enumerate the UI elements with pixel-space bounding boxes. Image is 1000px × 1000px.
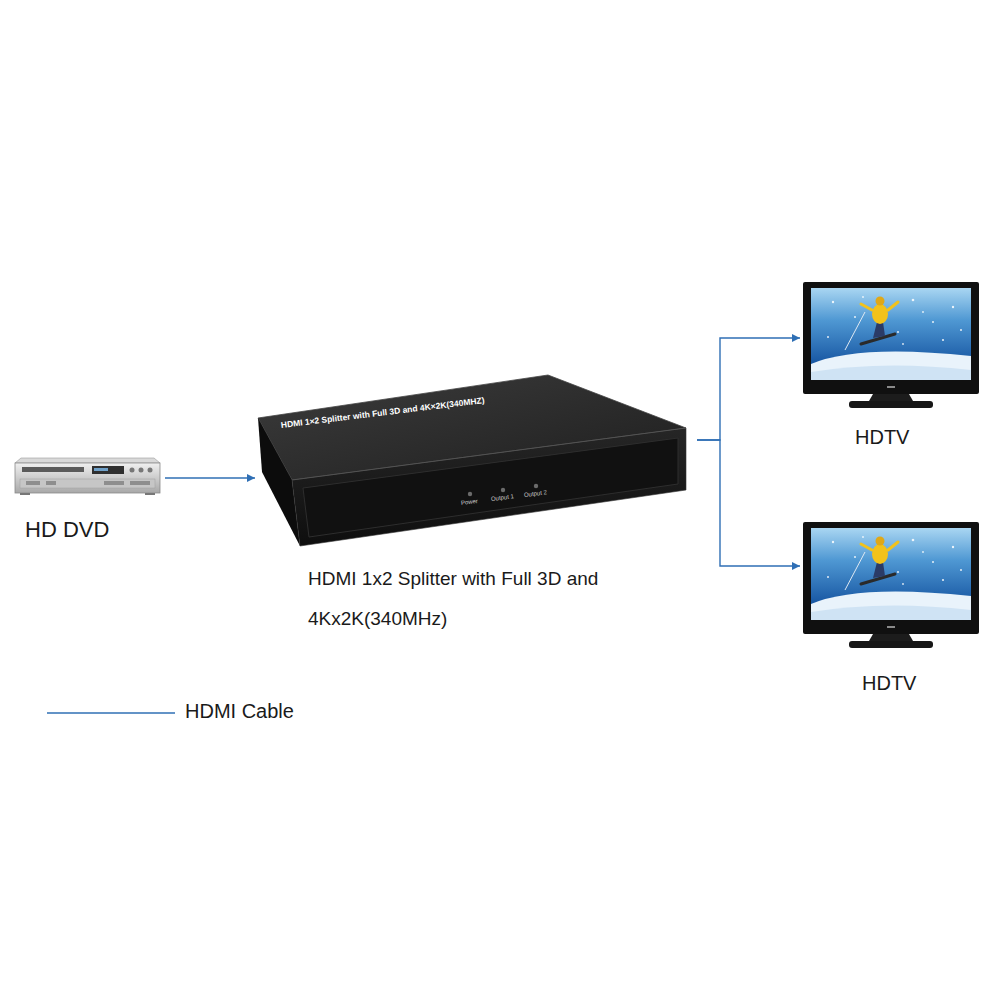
node-label: HD DVD [25, 516, 109, 544]
led-label: Output 1 [491, 493, 515, 502]
hdmi-cable [697, 338, 800, 440]
hdtv: HDTV [800, 278, 982, 456]
splitter-drawing [258, 375, 686, 546]
node-label: HDTV [862, 671, 916, 696]
legend-text: HDMI Cable [185, 700, 294, 722]
hdtv-drawing [803, 522, 979, 648]
hdmi-cable [697, 440, 800, 566]
hdtv-drawing [803, 282, 979, 408]
splitter-box: HDMI 1x2 Splitter with Full 3D and 4Kx2K… [255, 372, 697, 643]
node-label: HDMI 1x2 Splitter with Full 3D and 4Kx2K… [308, 559, 693, 639]
legend-line [47, 712, 175, 714]
hdmi-cable [165, 477, 255, 478]
node-label: HDTV [855, 425, 909, 450]
dvd-player-drawing [15, 458, 160, 495]
led-label: Output 2 [524, 489, 548, 498]
device-print: HDMI 1×2 Splitter with Full 3D and 4K×2K… [280, 396, 485, 430]
hdtv: HDTV [800, 518, 982, 700]
dvd-player: HD DVD [8, 455, 165, 550]
legend-item: HDMI Cable [185, 700, 294, 723]
led-label: Power [461, 498, 479, 507]
